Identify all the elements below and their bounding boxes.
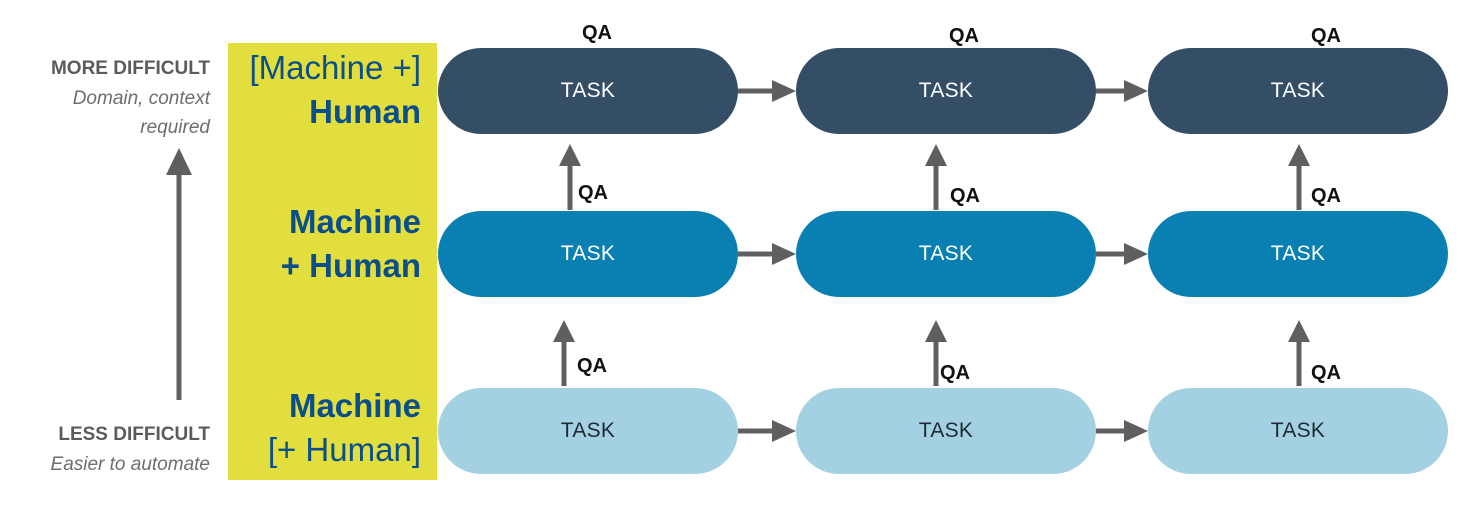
level-band <box>228 43 437 480</box>
task-node-top-3: TASK <box>1148 48 1448 134</box>
arrowhead-up-low-3 <box>1288 320 1310 342</box>
arrowhead-up-mid-3 <box>1288 144 1310 166</box>
more-difficult-subtitle-line2: required <box>140 117 210 138</box>
qa-label-low-3: QA <box>1311 362 1341 384</box>
arrowhead-r1-1 <box>772 80 796 102</box>
arrowhead-r2-2 <box>1124 243 1148 265</box>
level-bottom-line2: [+ Human] <box>267 431 421 468</box>
qa-label-mid-1: QA <box>578 182 608 204</box>
more-difficult-heading: MORE DIFFICULT <box>50 58 210 79</box>
level-bottom-line1: Machine <box>288 387 421 424</box>
qa-label-top-3: QA <box>1311 25 1341 47</box>
task-node-bottom-2: TASK <box>796 388 1096 474</box>
arrowhead-r1-2 <box>1124 80 1148 102</box>
task-node-top-2: TASK <box>796 48 1096 134</box>
task-node-middle-3: TASK <box>1148 211 1448 297</box>
arrowhead-up-mid-2 <box>925 144 947 166</box>
arrowhead-up-low-2 <box>925 320 947 342</box>
qa-label-mid-2: QA <box>950 185 980 207</box>
arrowhead-r3-1 <box>772 420 796 442</box>
arrowhead-r2-1 <box>772 243 796 265</box>
task-node-top-1: TASK <box>438 48 738 134</box>
level-middle-line2: + Human <box>280 247 421 284</box>
level-label-top: [Machine +] Human <box>249 46 421 134</box>
level-middle-line1: Machine <box>288 203 421 240</box>
arrowhead-up-mid-1 <box>559 144 581 166</box>
arrowhead-r3-2 <box>1124 420 1148 442</box>
difficulty-axis-arrowhead <box>166 148 192 175</box>
qa-label-top-2: QA <box>949 25 979 47</box>
qa-label-low-2: QA <box>940 362 970 384</box>
less-difficult-subtitle: Easier to automate <box>50 454 210 475</box>
level-label-bottom: Machine [+ Human] <box>268 384 421 472</box>
level-top-line2: Human <box>309 93 421 130</box>
arrowhead-up-low-1 <box>553 320 575 342</box>
level-label-middle: Machine + Human <box>281 200 421 288</box>
less-difficult-heading: LESS DIFFICULT <box>58 424 210 445</box>
task-node-bottom-3: TASK <box>1148 388 1448 474</box>
more-difficult-subtitle-line1: Domain, context <box>72 88 210 109</box>
qa-label-top-1: QA <box>582 22 612 44</box>
qa-label-low-1: QA <box>577 355 607 377</box>
level-top-line1: [Machine +] <box>249 49 421 86</box>
qa-label-mid-3: QA <box>1311 185 1341 207</box>
task-node-middle-2: TASK <box>796 211 1096 297</box>
task-node-middle-1: TASK <box>438 211 738 297</box>
task-node-bottom-1: TASK <box>438 388 738 474</box>
